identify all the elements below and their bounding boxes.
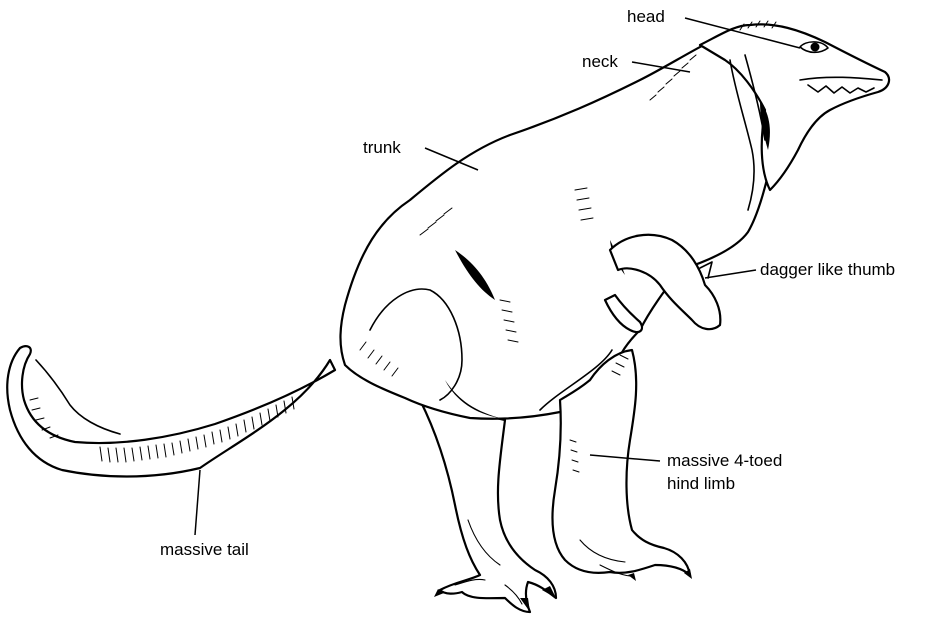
label-head: head [627, 7, 665, 26]
label-trunk: trunk [363, 138, 401, 157]
far-hind-leg [420, 400, 556, 612]
tail [7, 346, 335, 476]
label-hindlimb-1: massive 4-toed [667, 451, 782, 470]
eye [811, 43, 820, 52]
label-thumb: dagger like thumb [760, 260, 895, 279]
body [340, 32, 791, 419]
far-leg-outline [420, 400, 556, 612]
label-tail: massive tail [160, 540, 249, 559]
label-hindlimb-2: hind limb [667, 474, 735, 493]
tail-leader [195, 470, 200, 535]
trunk-outline [340, 32, 791, 419]
label-neck: neck [582, 52, 618, 71]
tail-ridge [36, 360, 120, 434]
thumb-leader [705, 270, 756, 278]
